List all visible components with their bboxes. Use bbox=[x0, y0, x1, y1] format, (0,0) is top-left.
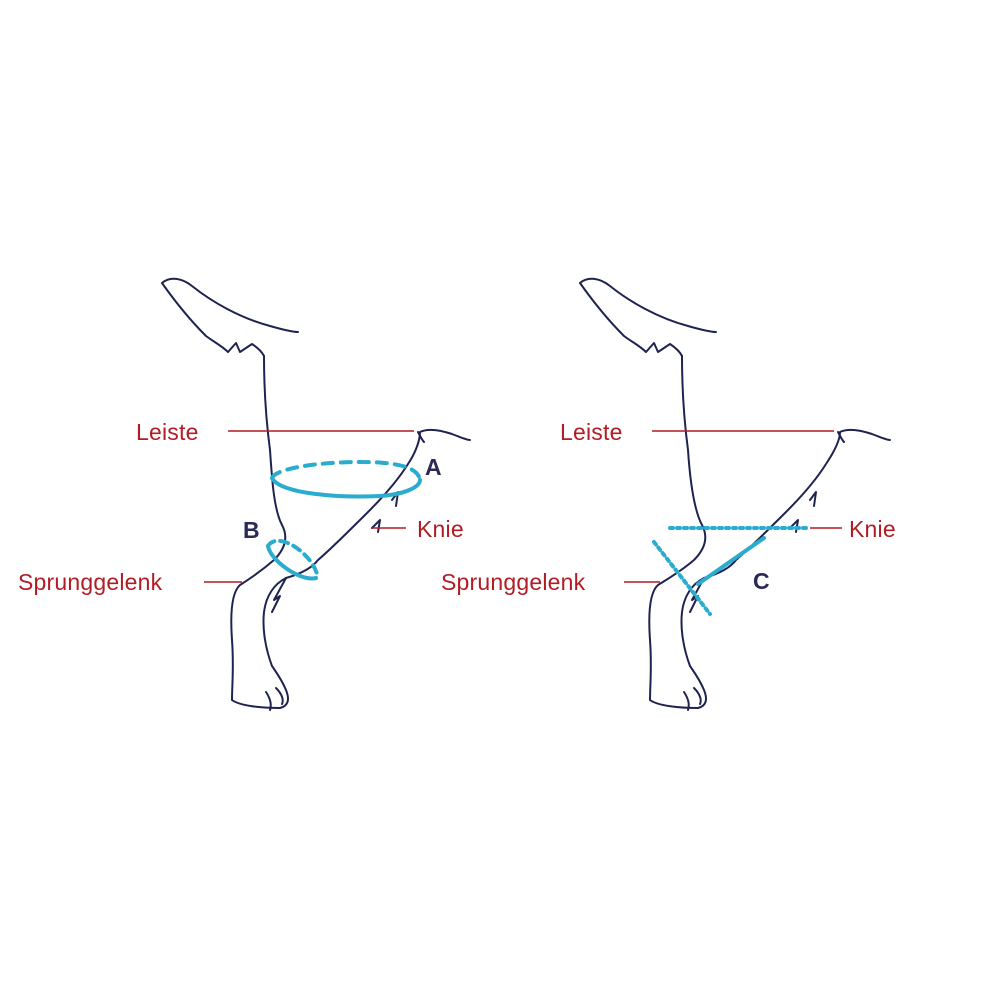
marker-c: C bbox=[753, 568, 770, 594]
left-label-hock: Sprunggelenk bbox=[18, 569, 163, 595]
left-measure-a bbox=[270, 459, 422, 499]
marker-a: A bbox=[425, 454, 442, 480]
right-fur-tufts bbox=[689, 431, 845, 613]
right-thigh-back-outline bbox=[648, 355, 707, 709]
left-tail-outline bbox=[161, 277, 299, 357]
right-label-knee: Knie bbox=[849, 516, 896, 542]
left-leader-lines bbox=[204, 430, 414, 583]
measure-c-length-line bbox=[696, 536, 766, 586]
left-leg-outline bbox=[161, 277, 471, 711]
right-leg-outline bbox=[579, 277, 891, 711]
measure-b-front-arc bbox=[266, 544, 318, 581]
left-label-groin: Leiste bbox=[136, 419, 199, 445]
left-shin-outline bbox=[262, 428, 471, 667]
left-fur-tufts bbox=[271, 431, 425, 613]
right-label-hock: Sprunggelenk bbox=[441, 569, 586, 595]
right-shin-outline bbox=[680, 428, 891, 667]
left-figure: Leiste Knie Sprunggelenk A B bbox=[18, 277, 471, 711]
right-figure: Leiste Knie Sprunggelenk C bbox=[441, 277, 896, 711]
marker-b: B bbox=[243, 517, 260, 543]
right-toes-outline bbox=[683, 687, 702, 711]
left-toes-outline bbox=[265, 687, 284, 711]
left-measure-b bbox=[266, 538, 320, 581]
left-label-knee: Knie bbox=[417, 516, 464, 542]
right-label-groin: Leiste bbox=[560, 419, 623, 445]
right-leader-lines bbox=[624, 430, 842, 583]
measure-a-front-arc bbox=[270, 476, 422, 499]
right-tail-outline bbox=[579, 277, 717, 357]
measure-b-back-arc bbox=[266, 538, 320, 580]
right-measure-c bbox=[652, 526, 810, 616]
measure-c-hock-reference bbox=[652, 540, 712, 616]
measure-a-back-arc bbox=[270, 459, 422, 482]
left-thigh-back-outline bbox=[230, 355, 289, 709]
